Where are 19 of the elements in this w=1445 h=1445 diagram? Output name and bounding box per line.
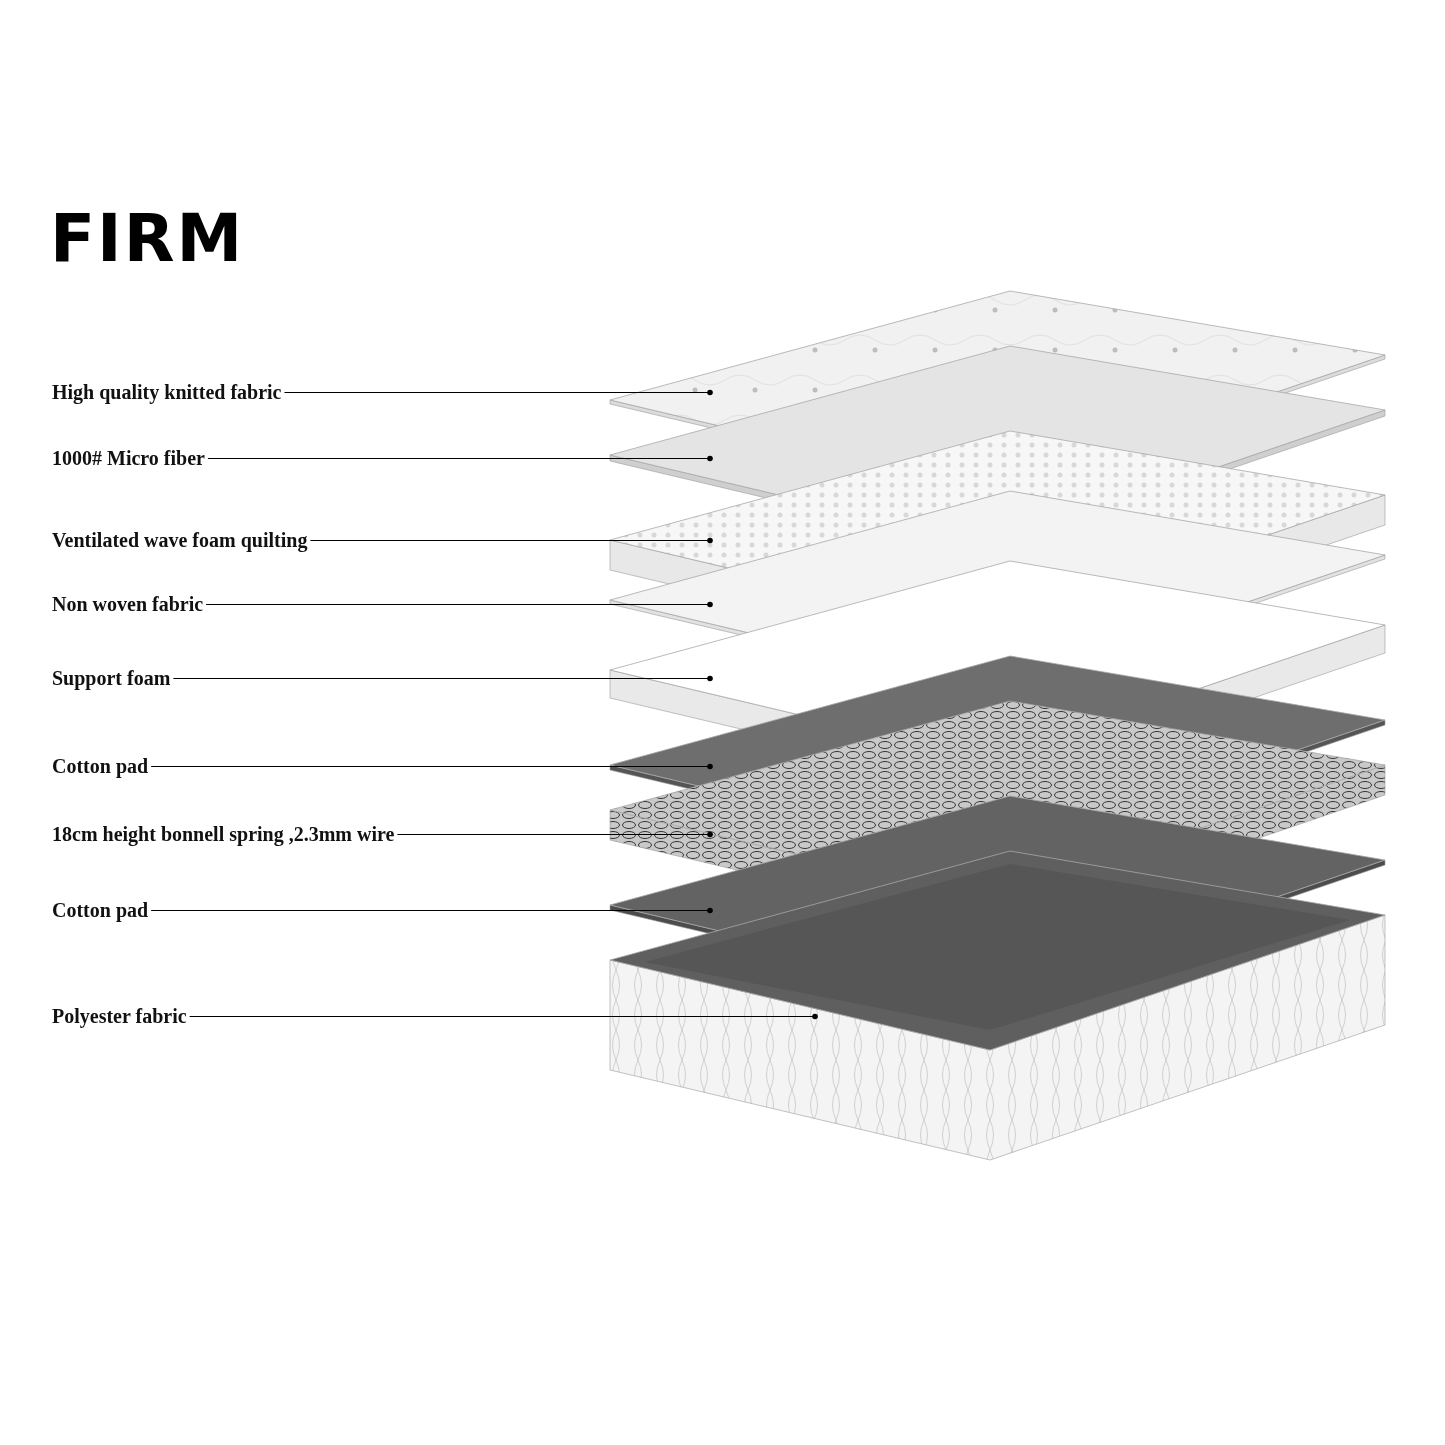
leader-line [284, 389, 713, 396]
part-label: Cotton pad [52, 899, 149, 922]
part-label: 1000# Micro fiber [52, 447, 205, 470]
part-label: Polyester fabric [52, 1005, 187, 1028]
diagram-title: FIRM [50, 200, 245, 277]
part-label: Cotton pad [52, 755, 149, 778]
part-label: Ventilated wave foam quilting [52, 529, 308, 552]
leader-line [205, 601, 713, 608]
leader-line [172, 675, 713, 682]
part-label: High quality knitted fabric [52, 381, 282, 404]
part-label: 18cm height bonnell spring ,2.3mm wire [52, 823, 395, 846]
leader-line [150, 907, 713, 914]
part-label: Non woven fabric [52, 593, 204, 616]
leader-line [396, 831, 713, 838]
leader-line [189, 1013, 818, 1020]
leader-line [309, 537, 713, 544]
part-label: Support foam [52, 667, 171, 690]
leader-line [150, 763, 713, 770]
leader-line [207, 455, 713, 462]
